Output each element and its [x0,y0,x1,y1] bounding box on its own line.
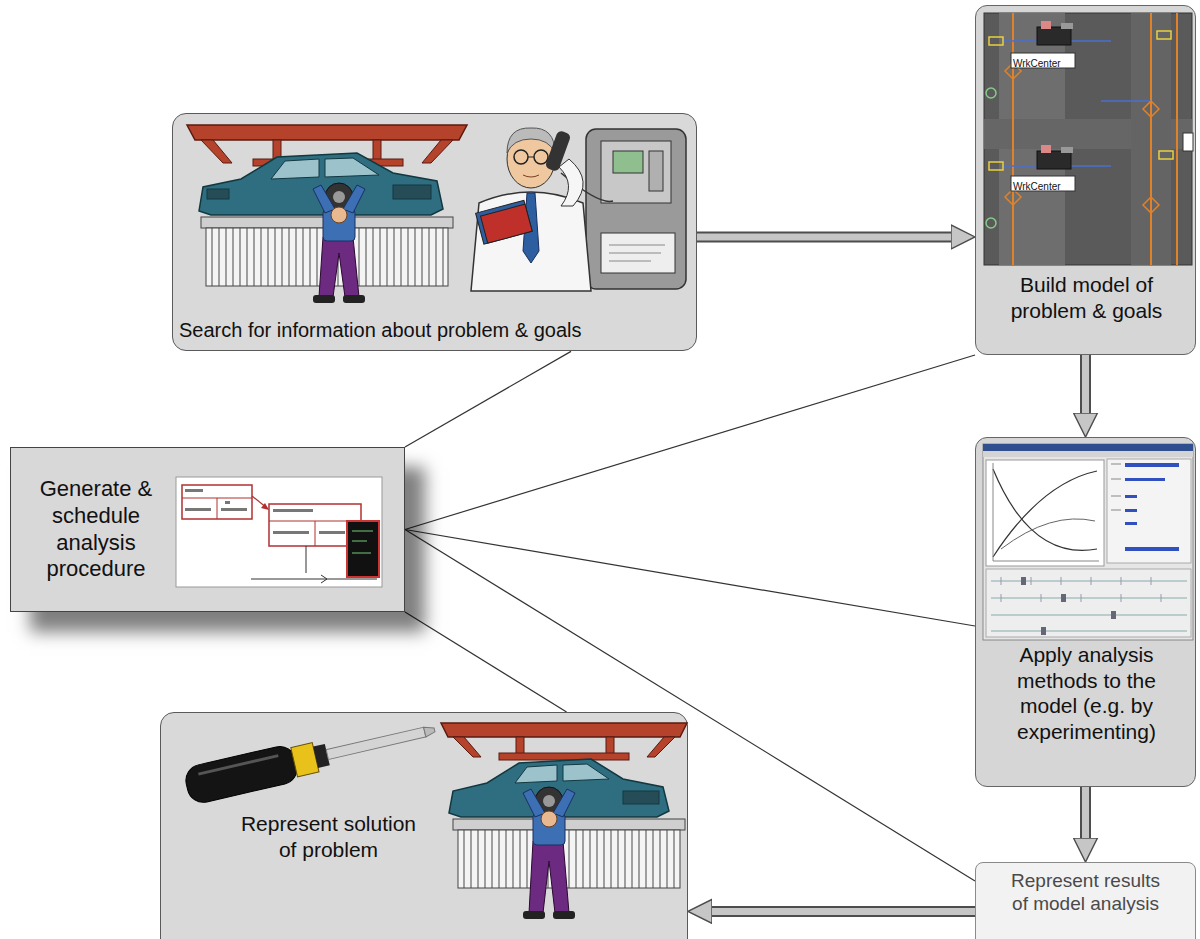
process-box: Search for information about problem & g… [172,113,697,351]
link-line [405,355,975,530]
process-box: Represent solution of problem [160,712,688,939]
arrow-outline [1080,787,1091,862]
node-label: Generate & schedule analysis procedure [21,476,171,583]
flow-arrow [1082,355,1089,437]
parameter-panel [1107,459,1191,563]
worker [523,787,575,919]
crane [441,723,687,760]
model-flow-lines [986,13,1177,265]
node-label: Represent results of model analysis [1003,869,1168,915]
car-body [449,759,669,817]
flow-arrow [1082,787,1089,862]
assembly-and-phone-illustration [173,114,698,350]
arrow-outline [688,906,975,917]
link-line [405,530,975,627]
link-line [405,351,571,447]
component-label: WrkCenter [1013,181,1061,192]
node-label: Search for information about problem & g… [179,318,690,342]
slider-panel [986,569,1191,637]
analysis-chart [986,460,1104,566]
conveyor [453,819,685,888]
process-box: Apply analysis methods to the model (e.g… [975,437,1196,787]
label-holder: WrkCenter [1013,176,1061,194]
process-box: Build model of problem & goals [975,5,1196,355]
screwdriver [183,711,439,805]
control-box: Generate & schedule analysis procedure [10,447,405,612]
process-box: Represent results of model analysis [975,862,1196,939]
flow-arrow [688,908,975,915]
machine-icons [1011,21,1193,191]
arrow-outline [697,231,975,242]
component-label: WrkCenter [1013,58,1061,69]
node-label: Represent solution of problem [236,811,421,862]
node-label: Apply analysis methods to the model (e.g… [994,642,1179,744]
car-body [199,153,443,215]
flow-arrow [697,233,975,240]
node-label: Build model of problem & goals [994,272,1179,323]
label-holder: WrkCenter [1013,53,1061,71]
link-line [405,530,975,882]
link-line [405,612,567,712]
worker [313,183,365,303]
man-on-phone [471,128,591,291]
solution-illustration [161,713,689,939]
arrow-outline [1080,355,1091,437]
